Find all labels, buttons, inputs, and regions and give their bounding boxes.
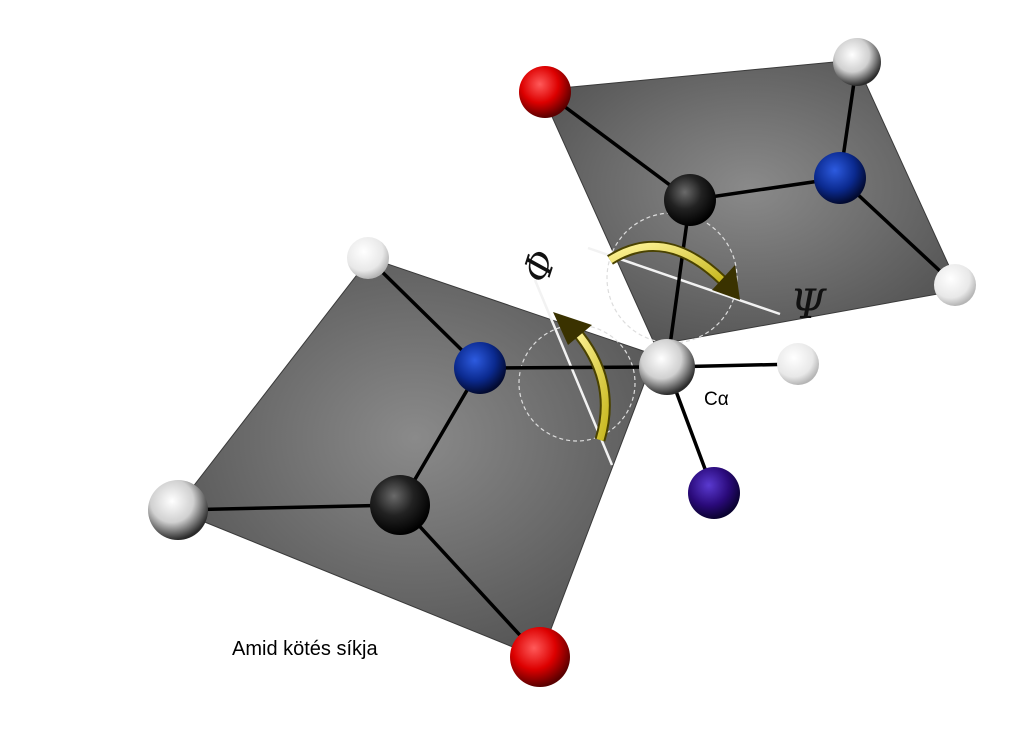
calpha-atom-left: [148, 480, 208, 540]
bond-o2-c2: [543, 90, 692, 202]
psi-arrow: [607, 240, 740, 300]
hydrogen-atom-calpha: [777, 343, 819, 385]
hydrogen-atom-far-right: [934, 264, 976, 306]
atoms: [148, 38, 976, 687]
calpha-label: Cα: [704, 389, 729, 410]
oxygen-atom-top: [519, 66, 571, 118]
oxygen-atom-bottom: [510, 627, 570, 687]
hydrogen-atom-top-right: [833, 38, 881, 86]
carbon-atom-carbonyl-left: [370, 475, 430, 535]
bond-c2-calpha: [665, 198, 692, 369]
carbon-atom-carbonyl-right: [664, 174, 716, 226]
amide-plane-caption: Amid kötés síkja: [232, 638, 378, 660]
nitrogen-atom-left: [454, 342, 506, 394]
psi-label: Ψ: [790, 282, 827, 328]
phi-label: Φ: [514, 244, 565, 287]
amide-plane-left: [174, 257, 656, 659]
bond-n2-h-right: [838, 176, 957, 287]
bond-n1-h: [366, 256, 482, 370]
side-chain-atom: [688, 467, 740, 519]
bond-calpha-n1: [478, 365, 669, 370]
bond-c1-o1: [398, 503, 542, 659]
nitrogen-atom-right: [814, 152, 866, 204]
phi-arrow: [553, 312, 611, 442]
bond-c1-calpha0: [176, 503, 402, 512]
amide-plane-right: [539, 59, 961, 346]
hydrogen-atom-top-left: [347, 237, 389, 279]
phi-rotation-circle: [518, 324, 636, 442]
calpha-atom: [639, 339, 695, 395]
